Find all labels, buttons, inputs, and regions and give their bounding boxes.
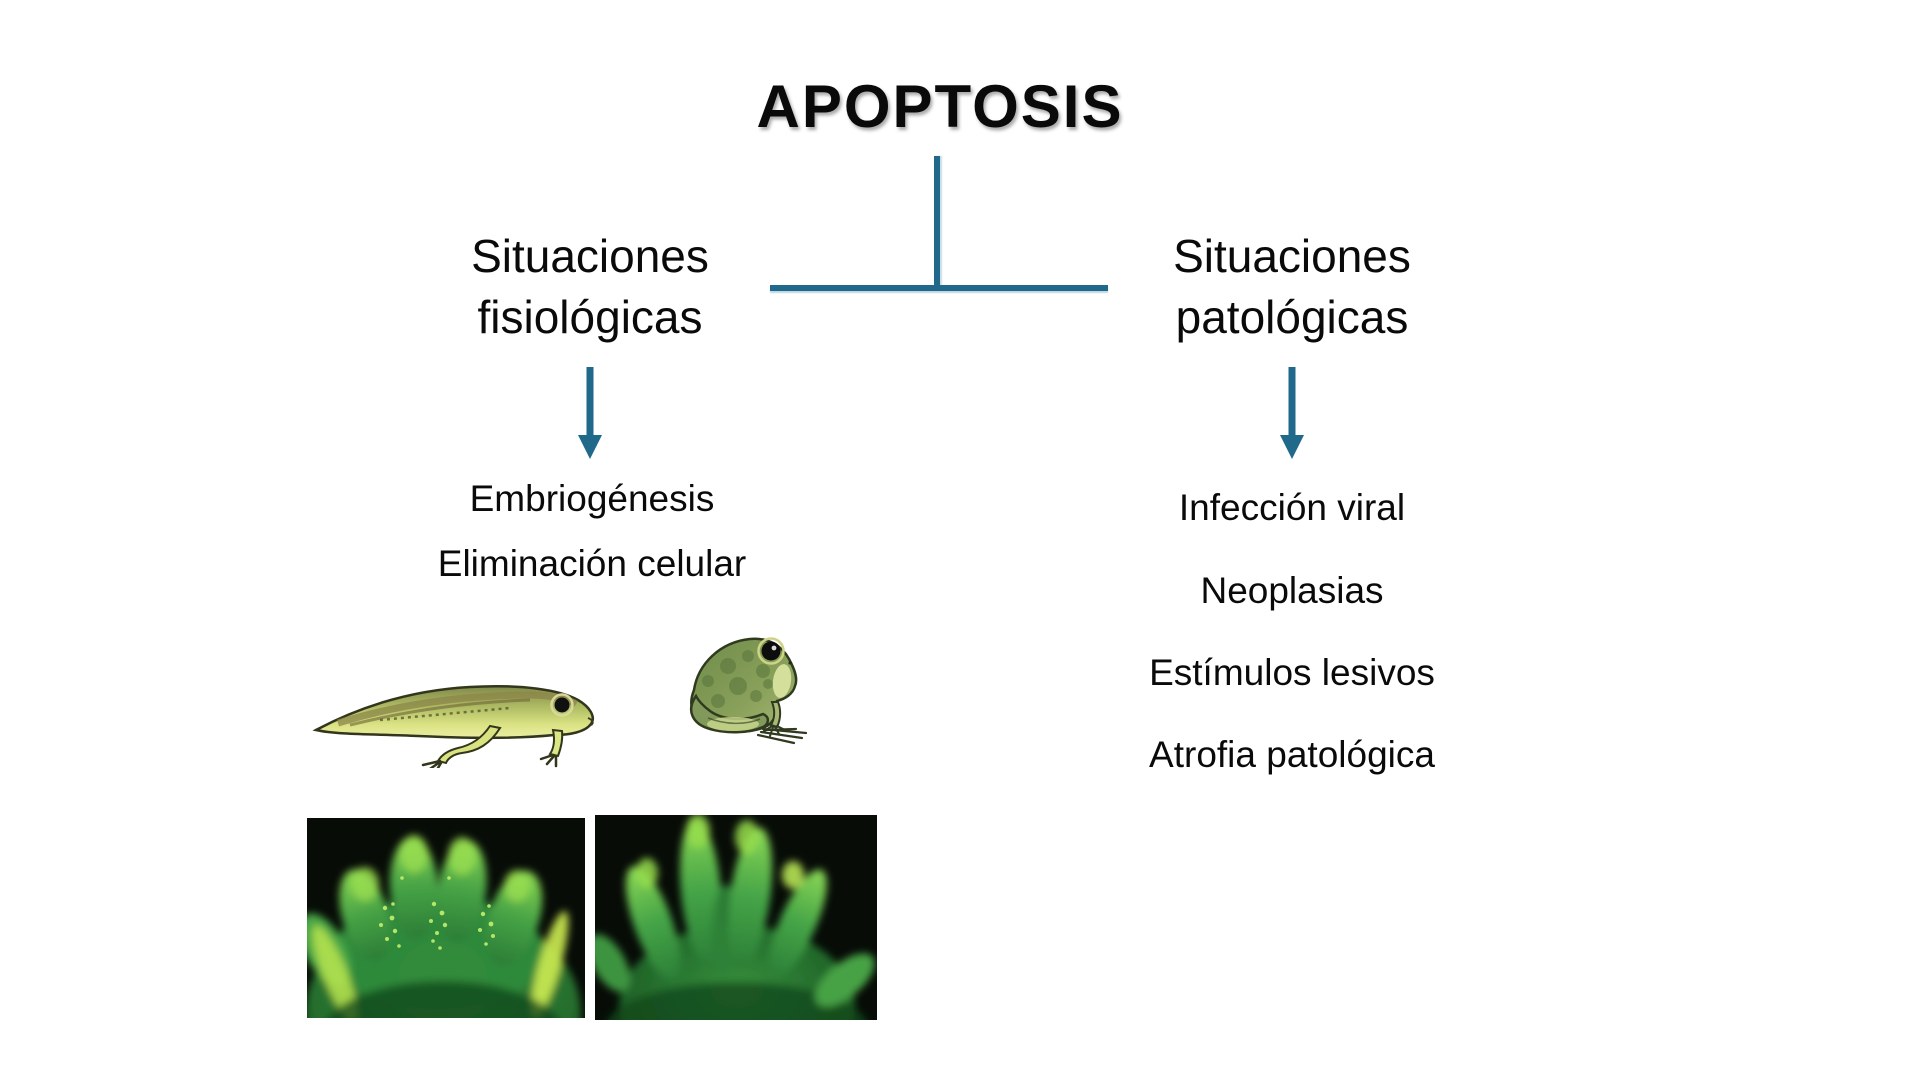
branch-label-line: Situaciones bbox=[471, 230, 709, 282]
embryonic-limb-webbed-photo bbox=[307, 818, 585, 1018]
branch-label-physiological: Situaciones fisiológicas bbox=[370, 226, 810, 348]
tadpole-front-leg bbox=[548, 728, 564, 758]
frog-eye bbox=[761, 641, 781, 661]
connector-bar bbox=[770, 285, 1108, 291]
arrow-down-physiological-icon bbox=[578, 367, 602, 459]
list-item: Atrofia patológica bbox=[1149, 734, 1435, 775]
embryonic-limb-separated-digits-photo bbox=[595, 815, 877, 1020]
list-item: Eliminación celular bbox=[437, 543, 747, 584]
list-item: Infección viral bbox=[1178, 487, 1406, 528]
arrow-down-pathological-icon bbox=[1280, 367, 1304, 459]
frog-hind-foot-toes bbox=[756, 727, 808, 745]
tadpole-eye bbox=[554, 697, 570, 713]
list-item: Embriogénesis bbox=[469, 478, 715, 519]
apoptotic-cell-speckles bbox=[379, 876, 495, 950]
frog-illustration bbox=[690, 637, 808, 745]
branch-label-line: patológicas bbox=[1175, 291, 1409, 343]
slide-title: APOPTOSIS bbox=[756, 73, 1124, 140]
branch-label-line: fisiológicas bbox=[477, 291, 703, 343]
tadpole-illustration bbox=[312, 684, 595, 768]
branch-label-line: Situaciones bbox=[1173, 230, 1411, 282]
connector-stem bbox=[934, 156, 940, 287]
list-item: Neoplasias bbox=[1200, 570, 1384, 611]
branch-label-pathological: Situaciones patológicas bbox=[1072, 226, 1512, 348]
list-item: Estímulos lesivos bbox=[1149, 652, 1435, 693]
